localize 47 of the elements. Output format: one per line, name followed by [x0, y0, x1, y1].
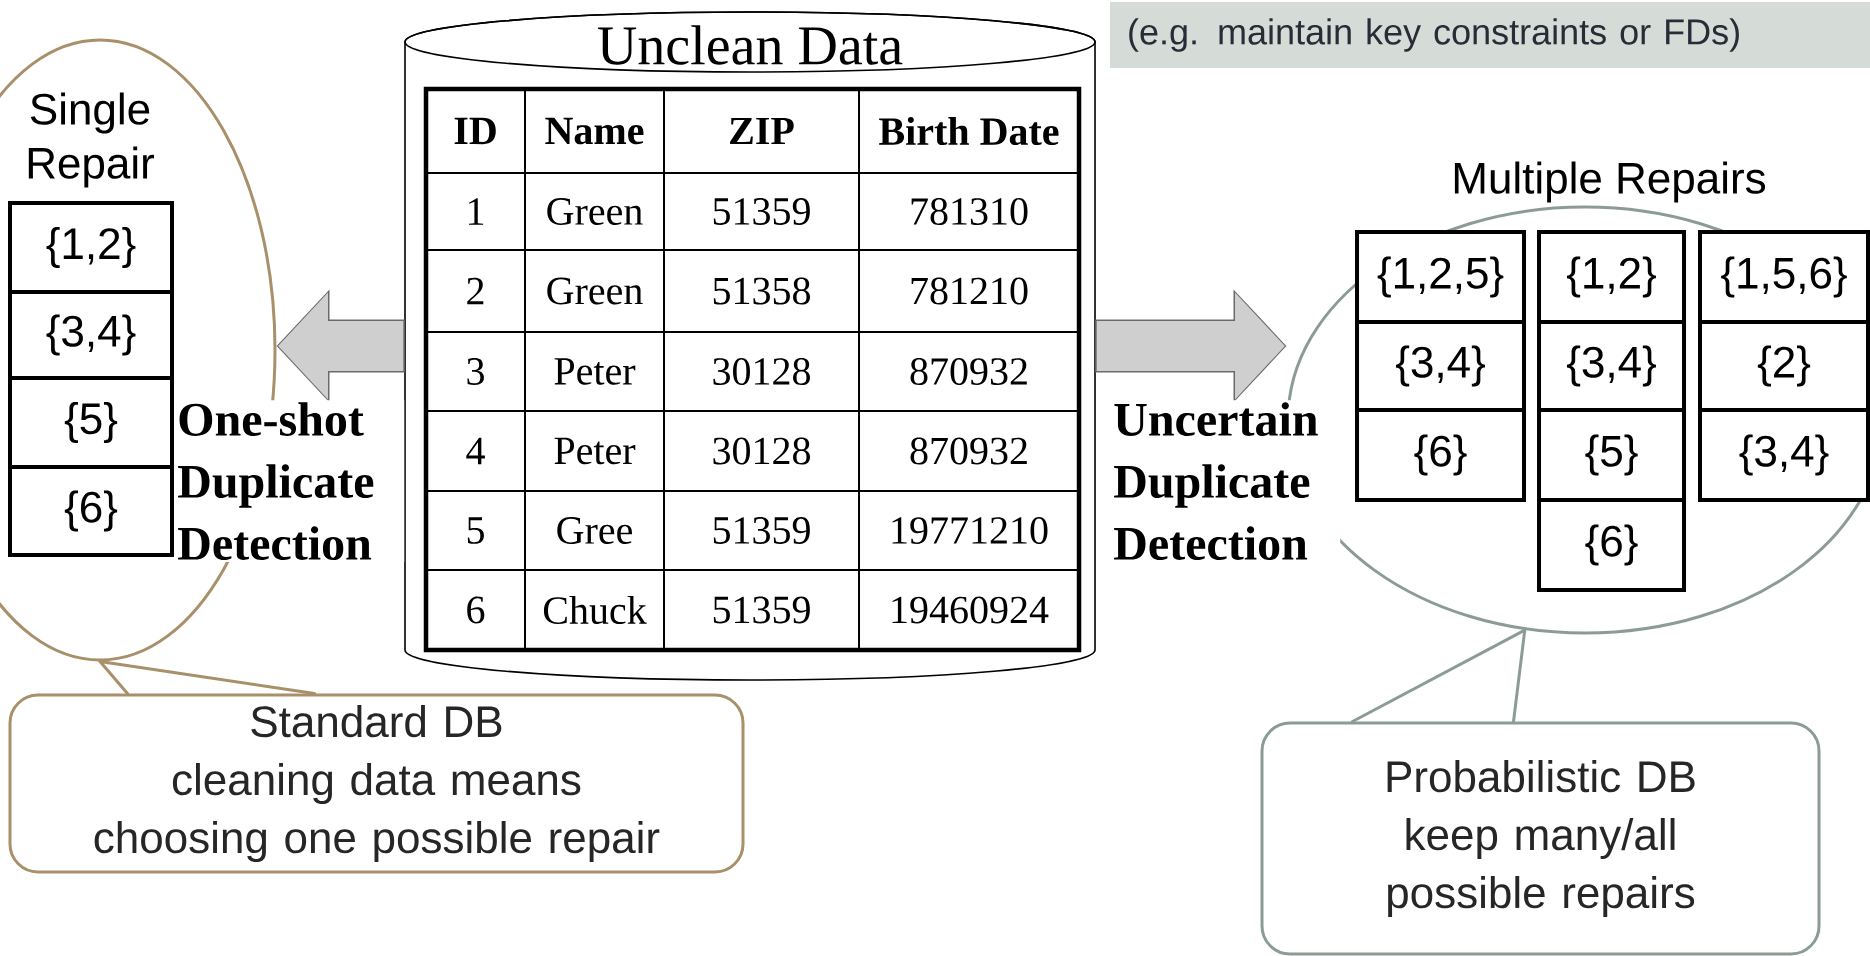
heading: Multiple Repairs — [1454, 161, 1766, 203]
table-cell: 30128 — [713, 358, 810, 385]
table-cell: 1 — [469, 198, 484, 225]
repair-box: {6} — [1355, 408, 1526, 502]
table-cell: 5 — [467, 517, 484, 544]
table-cell: 19460924 — [892, 596, 1049, 624]
table-cell: 6 — [467, 596, 485, 624]
table-cell: 51359 — [713, 198, 810, 225]
callout-tail — [98, 660, 316, 695]
heading: Unclean Data — [598, 25, 903, 65]
column-header: ZIP — [730, 117, 794, 145]
repair-box: {1,2} — [8, 201, 174, 294]
speech-bubble: Probabilistic DB keep many/all possible repairs — [1260, 721, 1821, 956]
table-cell: 870932 — [910, 437, 1027, 465]
repair-box: {3,4} — [1355, 320, 1526, 412]
repair-box: {5} — [1537, 408, 1686, 502]
table-cell: 19771210 — [892, 517, 1048, 544]
heading: Single Repair — [28, 92, 155, 188]
column-header: ID — [454, 117, 496, 145]
column-header: Name — [545, 117, 644, 145]
repair-box: {3,4} — [8, 290, 174, 380]
table-cell: 51358 — [713, 277, 810, 305]
repair-box: {3,4} — [1537, 320, 1686, 412]
repair-box: {6} — [1537, 498, 1686, 592]
table-cell: 781210 — [911, 277, 1028, 305]
table-cell: 781310 — [911, 198, 1028, 225]
table-cell: Green — [547, 198, 643, 225]
table-cell: 51359 — [713, 517, 810, 544]
speech-bubble: Standard DB cleaning data means choosing one possible repair — [8, 693, 745, 874]
table-cell: Green — [547, 277, 643, 305]
repair-box: {1,2} — [1537, 230, 1686, 324]
table-cell: 870932 — [910, 358, 1027, 385]
note-box: (e.g. maintain key constraints or FDs) — [1110, 2, 1870, 68]
table-cell: Peter — [554, 358, 636, 385]
column-header: Birth Date — [879, 116, 1059, 146]
table-cell: 30128 — [713, 437, 810, 465]
table-cell: 51359 — [713, 596, 810, 624]
table-cell: Chuck — [543, 595, 647, 625]
table-cell: 3 — [467, 358, 484, 385]
table-cell: Gree — [557, 517, 632, 544]
table-cell: 2 — [467, 277, 484, 305]
edge-label: Uncertain Duplicate Detection — [1111, 400, 1341, 562]
repair-box: {5} — [8, 376, 174, 469]
repair-box: {6} — [8, 465, 174, 557]
table-cell: Peter — [554, 437, 636, 465]
table-cell: 4 — [466, 437, 485, 465]
callout-tail — [1351, 628, 1527, 723]
